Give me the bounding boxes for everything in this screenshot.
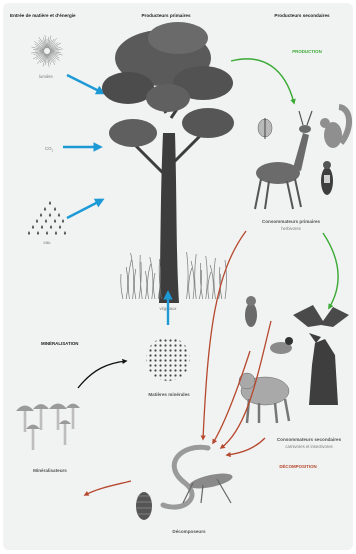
mushrooms-icon — [16, 404, 80, 450]
label-decomposers: Décomposeurs — [172, 529, 206, 534]
label-carnivores: carnivores et insectivores — [285, 444, 332, 449]
arrow-production — [231, 59, 294, 103]
arrow-decomposers-to-mineralizers — [85, 481, 131, 495]
arrow-herbivores-to-carnivores — [323, 233, 338, 308]
moth-icon — [258, 118, 272, 139]
label-mineralizers: Minéralisateurs — [33, 468, 67, 473]
birds-icon — [245, 296, 293, 354]
label-water: eau — [44, 240, 52, 245]
woodlouse-icon — [136, 492, 152, 520]
label-herbivores: herbivores — [281, 226, 301, 231]
label-light: lumière — [39, 74, 53, 79]
label-primary-consumers: Consommateurs primaires — [262, 219, 321, 224]
food-web-diagram: Entrée de matière et d’énergie Producteu… — [3, 3, 353, 550]
label-decomposition: DÉCOMPOSITION — [279, 464, 316, 469]
arrow-plants-decomposition — [203, 231, 246, 439]
woodpecker-icon — [321, 161, 333, 195]
water-drops-icon — [28, 201, 66, 235]
arrow-light-to-tree — [67, 75, 103, 93]
header-secondary: Producteurs secondaires — [274, 13, 330, 18]
arrow-mineralisation — [78, 361, 126, 388]
squirrel-icon — [320, 107, 349, 148]
arrow-carnivores-decomposition — [227, 438, 265, 455]
wolf-icon — [309, 333, 338, 405]
header-input: Entrée de matière et d’énergie — [10, 13, 76, 18]
label-secondary-consumers: Consommateurs secondaires — [277, 437, 342, 442]
arrow-water-to-tree — [67, 200, 102, 218]
label-production: PRODUCTION — [292, 49, 322, 54]
label-minerals: Matières minérales — [148, 392, 190, 397]
header-producers: Producteurs primaires — [141, 13, 190, 18]
label-mineralisation: MINÉRALISATION — [41, 341, 78, 346]
bat-icon — [293, 305, 349, 327]
label-co2: CO2 — [45, 146, 54, 153]
tree-icon — [102, 22, 234, 303]
minerals-icon — [146, 337, 190, 381]
sun-rays-icon — [31, 35, 63, 67]
lynx-icon — [239, 373, 289, 423]
diagram-panel: Entrée de matière et d’énergie Producteu… — [3, 3, 353, 550]
